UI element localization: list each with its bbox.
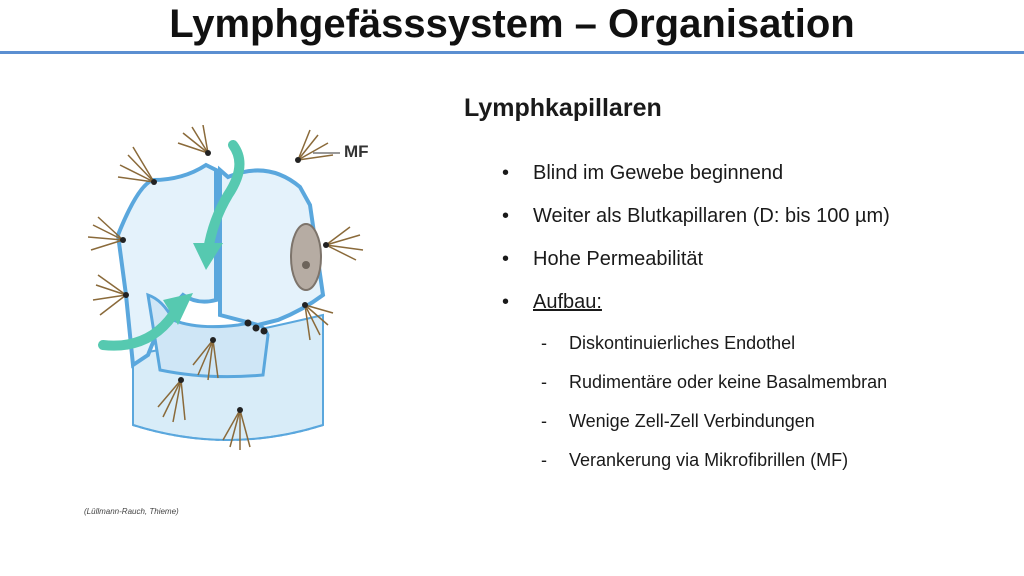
section-heading: Lymphkapillaren	[464, 94, 662, 122]
nucleolus	[302, 261, 310, 269]
cell-nucleus	[290, 223, 322, 291]
microfibril-tuft	[323, 226, 364, 261]
microfibril-tufts	[88, 125, 364, 450]
microfibril-tuft	[92, 274, 129, 316]
microfibril-tuft	[192, 337, 219, 381]
sub-bullet-item: -Rudimentäre oder keine Basalmembran	[541, 372, 888, 392]
microfibril-tuft	[295, 129, 334, 163]
sub-bullet-item: -Verankerung via Mikrofibrillen (MF)	[541, 450, 849, 470]
microfibril-tuft	[222, 407, 251, 450]
flow-arrow-up	[98, 310, 178, 351]
title-divider	[0, 51, 1024, 54]
sub-bullet-item: -Wenige Zell-Zell Verbindungen	[541, 411, 815, 431]
flow-arrow-up-head	[163, 293, 193, 325]
sub-bullet-list: -Diskontinuierliches Endothel -Rudimentä…	[541, 331, 887, 487]
bullet-item: •Aufbau:	[502, 291, 602, 313]
junction-dot	[260, 327, 268, 335]
bullet-item: •Blind im Gewebe beginnend	[502, 162, 784, 184]
slide-title: Lymphgefässsystem – Organisation	[169, 2, 855, 46]
bullet-list: •Blind im Gewebe beginnend •Weiter als B…	[502, 160, 890, 332]
bullet-item: •Weiter als Blutkapillaren (D: bis 100 µ…	[502, 205, 890, 227]
mf-label: MF	[344, 142, 369, 161]
capillary-open-end	[132, 424, 324, 441]
image-credit: (Lüllmann-Rauch, Thieme)	[84, 507, 179, 516]
microfibril-tuft	[117, 146, 157, 185]
junction-dot	[244, 319, 252, 327]
endothelial-cell-right	[218, 165, 326, 328]
microfibril-tuft	[177, 125, 211, 156]
junction-dot	[252, 324, 260, 332]
microfibril-tuft	[302, 302, 334, 341]
microfibril-tuft	[157, 377, 186, 423]
sub-bullet-item: -Diskontinuierliches Endothel	[541, 333, 796, 353]
bullet-item: •Hohe Permeabilität	[502, 248, 704, 270]
flow-arrow-down-head	[193, 243, 223, 270]
flow-arrow-down	[203, 140, 245, 255]
microfibril-tuft	[88, 216, 126, 251]
lymph-capillary-illustration	[88, 125, 364, 450]
